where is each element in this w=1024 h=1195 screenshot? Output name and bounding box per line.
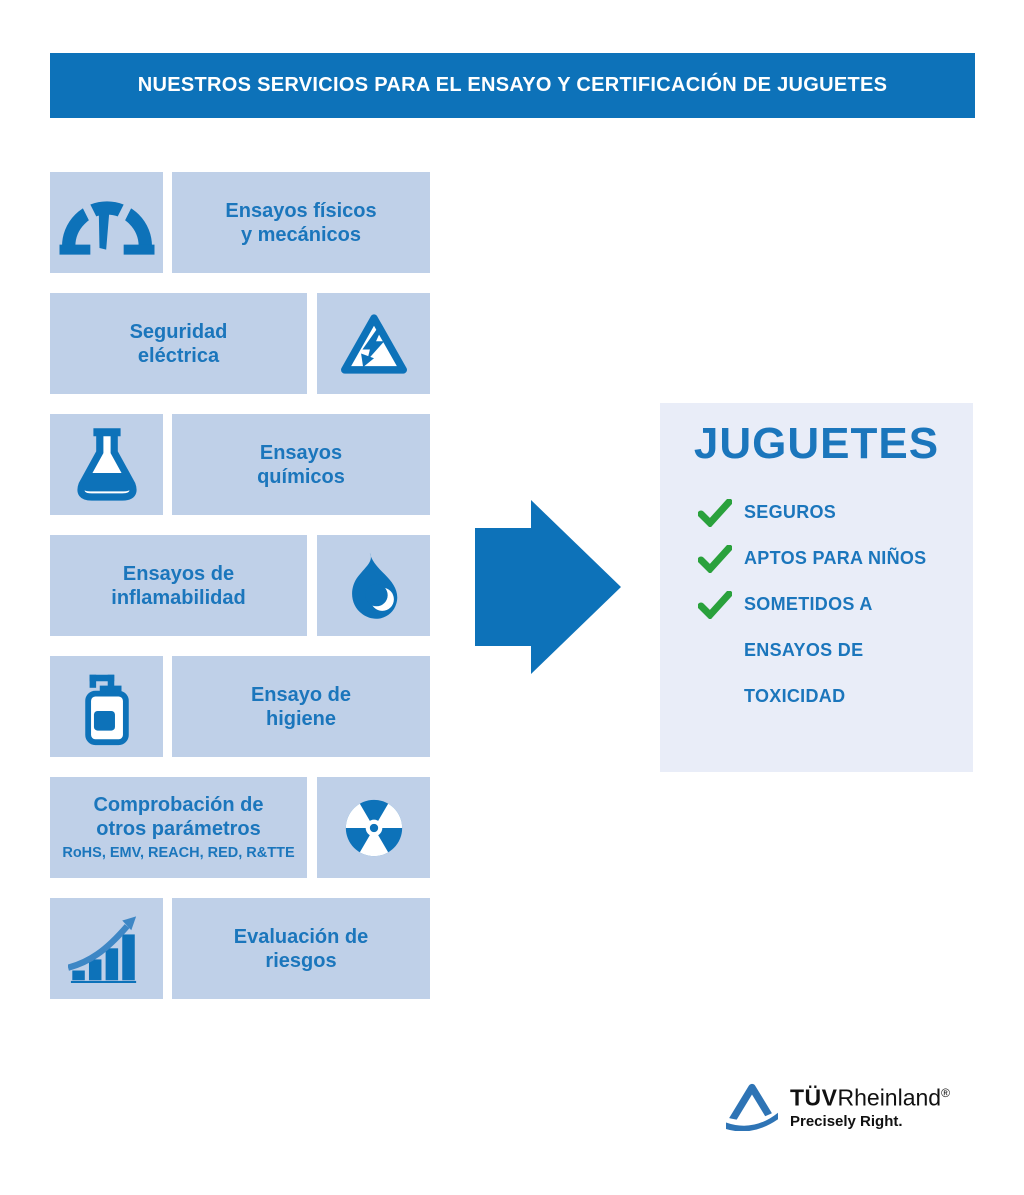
check-icon	[698, 499, 732, 527]
check-list: SEGUROS APTOS PARA NIÑOS SOMETIDOS A ENS…	[698, 489, 934, 719]
service-line: y mecánicos	[240, 223, 362, 246]
arrow-right-icon	[475, 500, 621, 674]
service-label-other-parameters: Comprobación de otros parámetros RoHS, E…	[50, 777, 307, 878]
service-line: Comprobación de	[93, 794, 264, 816]
check-item-aptos: APTOS PARA NIÑOS	[698, 535, 934, 581]
logo-brand-bold: TÜV	[790, 1084, 838, 1111]
check-item-seguros: SEGUROS	[698, 489, 934, 535]
logo-tagline: Precisely Right.	[790, 1112, 903, 1130]
service-row-physical-mechanical: Ensayos físicos y mecánicos	[0, 172, 1024, 273]
flask-icon	[50, 414, 163, 515]
service-line: Ensayos	[259, 441, 343, 464]
service-row-other-parameters: Comprobación de otros parámetros RoHS, E…	[0, 777, 1024, 878]
service-line: otros parámetros	[96, 818, 261, 840]
service-line: Ensayo de	[250, 683, 352, 706]
service-line: eléctrica	[137, 344, 220, 367]
gauge-icon	[50, 172, 163, 273]
service-row-chemical: Ensayos químicos	[0, 414, 1024, 515]
service-line: inflamabilidad	[111, 586, 246, 609]
panel-title: JUGUETES	[693, 419, 940, 468]
service-line: Evaluación de	[233, 925, 369, 948]
check-icon	[698, 591, 732, 619]
tuv-triangle-icon	[726, 1083, 778, 1131]
high-voltage-icon	[317, 293, 430, 394]
logo-brand-regular: Rheinland	[837, 1084, 942, 1111]
check-icon	[698, 545, 732, 573]
banner: NUESTROS SERVICIOS PARA EL ENSAYO Y CERT…	[50, 53, 975, 118]
registered-mark: ®	[941, 1086, 950, 1100]
service-line: Seguridad	[129, 320, 228, 343]
tuv-rheinland-logo: TÜVRheinland® Precisely Right.	[726, 1080, 950, 1131]
service-row-electrical-safety: Seguridad eléctrica	[0, 293, 1024, 394]
result-panel: JUGUETES SEGUROS APTOS PARA NIÑOS SOMETI…	[660, 403, 973, 772]
service-line: higiene	[265, 707, 336, 730]
service-label-hygiene: Ensayo de higiene	[172, 656, 430, 757]
check-item-label: SOMETIDOS A ENSAYOS DE TOXICIDAD	[744, 594, 872, 706]
service-line: riesgos	[265, 949, 337, 972]
logo-text: TÜVRheinland® Precisely Right.	[790, 1080, 950, 1130]
flame-icon	[317, 535, 430, 636]
check-item-label: SEGUROS	[744, 502, 837, 522]
service-label-risk-assessment: Evaluación de riesgos	[172, 898, 430, 999]
bar-chart-icon	[50, 898, 163, 999]
radiation-icon	[317, 777, 430, 878]
service-row-flammability: Ensayos de inflamabilidad	[0, 535, 1024, 636]
service-label-electrical-safety: Seguridad eléctrica	[50, 293, 307, 394]
soap-dispenser-icon	[50, 656, 163, 757]
check-item-sometidos: SOMETIDOS A ENSAYOS DE TOXICIDAD	[698, 581, 934, 719]
service-label-physical-mechanical: Ensayos físicos y mecánicos	[172, 172, 430, 273]
service-line: Ensayos de	[122, 562, 235, 585]
service-row-hygiene: Ensayo de higiene	[0, 656, 1024, 757]
service-subline: RoHS, EMV, REACH, RED, R&TTE	[62, 845, 295, 861]
check-item-label: APTOS PARA NIÑOS	[744, 548, 927, 568]
service-line: Ensayos físicos	[225, 199, 377, 222]
service-label-flammability: Ensayos de inflamabilidad	[50, 535, 307, 636]
service-row-risk-assessment: Evaluación de riesgos	[0, 898, 1024, 999]
service-line: químicos	[257, 465, 345, 488]
logo-brand: TÜVRheinland®	[790, 1080, 950, 1111]
banner-title: NUESTROS SERVICIOS PARA EL ENSAYO Y CERT…	[137, 74, 888, 96]
service-label-chemical: Ensayos químicos	[172, 414, 430, 515]
